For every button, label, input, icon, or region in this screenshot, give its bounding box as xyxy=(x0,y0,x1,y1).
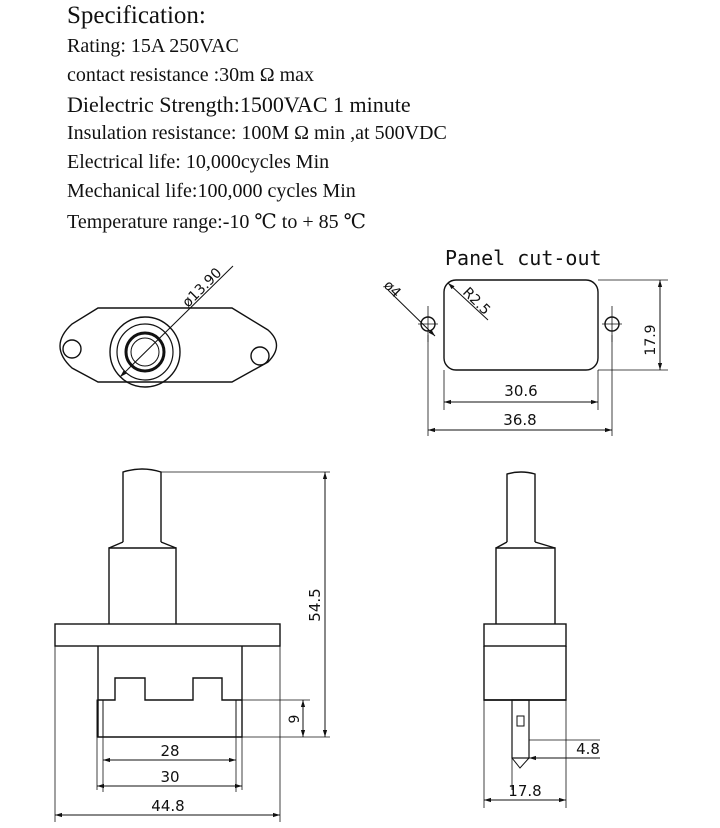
front-width-448-label: 44.8 xyxy=(151,797,184,815)
right-mount-hole xyxy=(250,346,270,366)
side-collar xyxy=(495,547,556,624)
diameter-leader xyxy=(119,265,234,378)
cutout-inner-width-label: 30.6 xyxy=(504,382,537,400)
spec-electrical-life: Electrical life: 10,000cycles Min xyxy=(67,151,330,173)
panel-cutout xyxy=(387,279,668,436)
spec-temperature-range: Temperature range:-10 ℃ to + 85 ℃ xyxy=(67,211,366,233)
flange xyxy=(54,623,281,647)
cutout-corner-radius-label: R2.5 xyxy=(459,285,493,319)
cutout-rectangle xyxy=(443,279,599,371)
front-left-terminal xyxy=(96,699,104,738)
side-plunger xyxy=(506,471,536,542)
cutout-height-label: 17.9 xyxy=(643,324,659,355)
side-body xyxy=(483,646,567,701)
spec-rating: Rating: 15A 250VAC xyxy=(67,35,239,57)
collar xyxy=(108,547,177,624)
flange-outline xyxy=(59,307,278,383)
panel-cutout-title: Panel cut-out xyxy=(445,246,602,270)
side-terminal xyxy=(511,699,530,759)
front-right-terminal xyxy=(235,699,243,738)
body xyxy=(97,646,243,738)
button-outer-circle xyxy=(109,316,181,388)
top-diameter-label: ø13.90 xyxy=(180,265,226,311)
spec-dielectric-strength: Dielectric Strength:1500VAC 1 minute xyxy=(67,92,411,117)
front-view xyxy=(54,468,330,822)
front-height-label: 54.5 xyxy=(306,588,324,621)
plunger xyxy=(122,468,162,542)
button-ring xyxy=(116,323,174,381)
button-inner-circle xyxy=(124,331,166,373)
side-view xyxy=(483,471,600,808)
cutout-hole-diameter-label: ø4 xyxy=(380,278,404,302)
top-view xyxy=(59,265,278,388)
spec-insulation-resistance: Insulation resistance: 100M Ω min ,at 50… xyxy=(67,122,447,144)
side-terminal-width-label: 4.8 xyxy=(576,740,600,758)
front-terminal-height-label: 9 xyxy=(287,715,303,724)
spec-mechanical-life: Mechanical life:100,000 cycles Min xyxy=(67,180,356,202)
side-flange xyxy=(483,623,567,647)
spec-title: Specification: xyxy=(67,2,206,29)
left-mount-hole xyxy=(62,339,82,359)
spec-contact-resistance: contact resistance :30m Ω max xyxy=(67,64,315,86)
cutout-outer-width-label: 36.8 xyxy=(503,411,536,429)
terminal-recesses xyxy=(98,677,242,701)
front-width-28-label: 28 xyxy=(160,742,179,760)
side-depth-label: 17.8 xyxy=(508,782,541,800)
front-width-30-label: 30 xyxy=(160,768,179,786)
